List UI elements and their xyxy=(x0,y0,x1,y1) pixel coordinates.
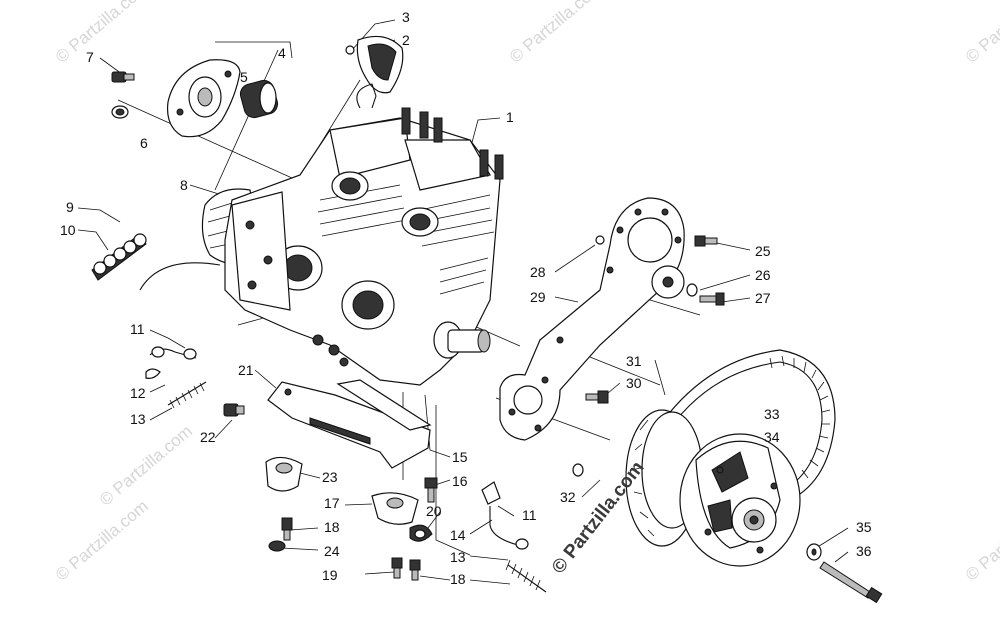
washer-26 xyxy=(686,283,698,297)
bolt-19 xyxy=(391,557,403,579)
callout-6: 6 xyxy=(140,135,148,151)
callout-17: 17 xyxy=(324,495,340,511)
front-mount-bracket xyxy=(267,379,432,469)
bolt-18-right xyxy=(409,559,421,581)
callout-28: 28 xyxy=(530,264,546,280)
callout-22: 22 xyxy=(200,429,216,445)
callout-19: 19 xyxy=(322,567,338,583)
hose-clamp-left xyxy=(145,346,197,379)
callout-5: 5 xyxy=(240,69,248,85)
callout-35: 35 xyxy=(856,519,872,535)
clutch-assembly-33 xyxy=(679,433,801,567)
spring-right xyxy=(505,559,547,593)
callout-21: 21 xyxy=(238,362,254,378)
callout-13-left: 13 xyxy=(130,411,146,427)
mount-17 xyxy=(371,492,419,525)
callout-4: 4 xyxy=(278,45,286,61)
callout-13-right: 13 xyxy=(450,549,466,565)
callout-14: 14 xyxy=(450,527,466,543)
nut-24 xyxy=(268,540,286,552)
bolt-25 xyxy=(694,235,718,247)
clip-20 xyxy=(409,524,433,542)
bolt-18-left xyxy=(281,517,293,541)
callout-2: 2 xyxy=(402,32,410,48)
callout-24: 24 xyxy=(324,543,340,559)
bolt-7 xyxy=(111,71,135,83)
recoil-cover-assembly xyxy=(166,59,241,138)
callout-30: 30 xyxy=(626,375,642,391)
callout-27: 27 xyxy=(755,290,771,306)
starter-pulley xyxy=(239,79,279,119)
callout-3: 3 xyxy=(402,9,410,25)
callout-8: 8 xyxy=(180,177,188,193)
callout-32: 32 xyxy=(560,489,576,505)
shaft-coupler xyxy=(91,233,147,281)
callout-31: 31 xyxy=(626,353,642,369)
support-plate xyxy=(499,197,685,441)
rubber-mount-23 xyxy=(265,456,303,492)
callout-33: 33 xyxy=(764,406,780,422)
callout-25: 25 xyxy=(755,243,771,259)
bushing-6 xyxy=(111,105,129,119)
bearing-26 xyxy=(651,265,685,299)
callout-23: 23 xyxy=(322,469,338,485)
callout-labels: 3 2 4 7 5 6 1 8 9 10 11 12 13 21 22 23 1… xyxy=(60,9,872,587)
starter-handle xyxy=(345,35,404,109)
bolt-30 xyxy=(585,390,609,404)
callout-12: 12 xyxy=(130,385,146,401)
callout-11-right: 11 xyxy=(522,507,537,523)
callout-9: 9 xyxy=(66,199,74,215)
spring-left xyxy=(167,381,207,409)
bolt-27 xyxy=(699,292,725,306)
bolt-22 xyxy=(223,403,245,417)
washer-35 xyxy=(806,543,822,561)
callout-18-left: 18 xyxy=(324,519,340,535)
callout-7: 7 xyxy=(86,49,94,65)
callout-11-left: 11 xyxy=(130,321,145,337)
callout-16: 16 xyxy=(452,473,468,489)
callout-18-right: 18 xyxy=(450,571,466,587)
callout-29: 29 xyxy=(530,289,546,305)
callout-1: 1 xyxy=(506,109,514,125)
callout-10: 10 xyxy=(60,222,76,238)
washer-32 xyxy=(572,463,584,477)
callout-15: 15 xyxy=(452,449,468,465)
callout-34: 34 xyxy=(764,429,780,445)
callout-26: 26 xyxy=(755,267,771,283)
bolt-36 xyxy=(819,561,883,604)
bolt-16 xyxy=(424,477,438,503)
callout-36: 36 xyxy=(856,543,872,559)
callout-20: 20 xyxy=(426,503,442,519)
hose-right xyxy=(481,481,529,550)
engine-block xyxy=(224,83,504,386)
